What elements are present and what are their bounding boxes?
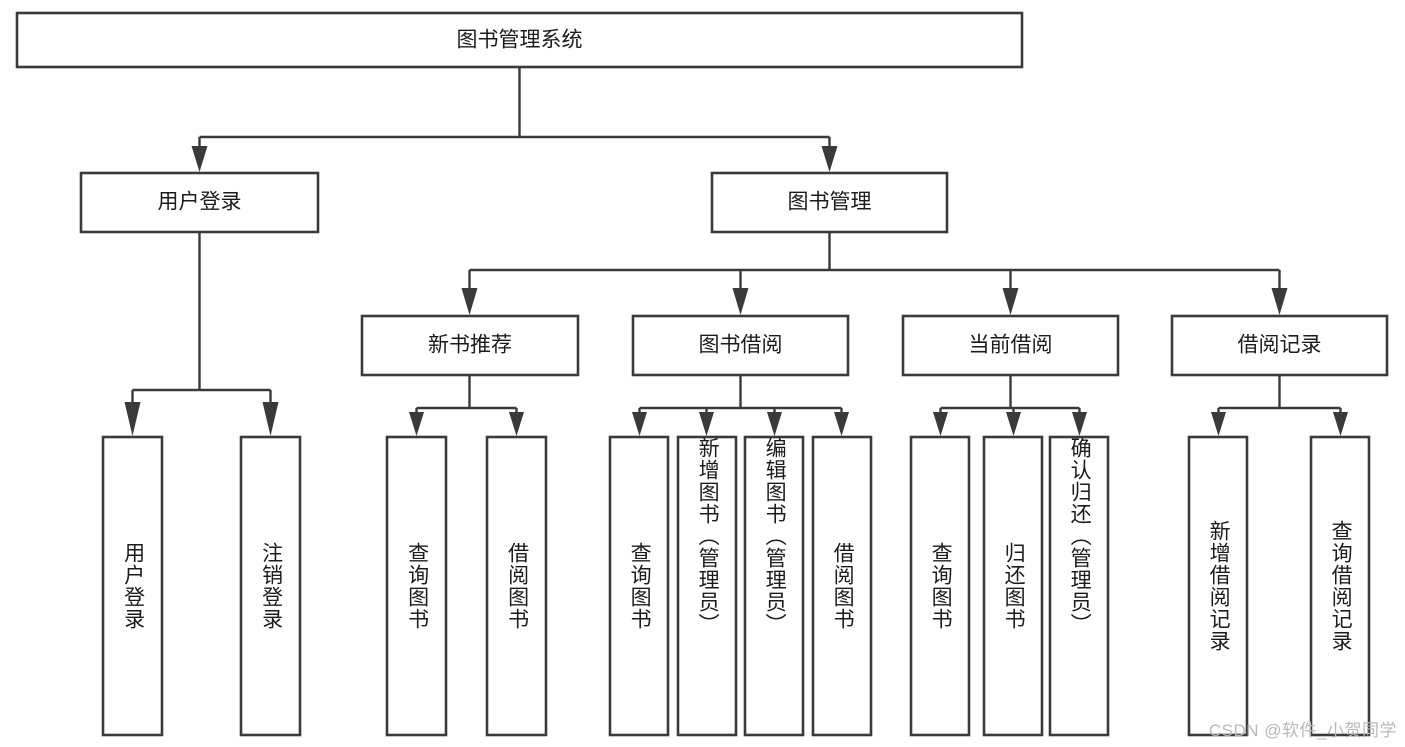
node-borrow-record-label: 借阅记录 bbox=[1238, 334, 1322, 357]
leaf-box-query-borrow-record[interactable] bbox=[1309, 435, 1371, 737]
arrow-head-leaf-query-borrow-record bbox=[1333, 412, 1348, 436]
node-user-login-label: 用户登录 bbox=[158, 191, 242, 214]
node-root[interactable]: 图书管理系统 bbox=[15, 11, 1024, 69]
arrow-head-borrow-record bbox=[1271, 288, 1288, 315]
leaf-box-confirm-return-admin[interactable] bbox=[1048, 435, 1110, 737]
arrow-head-leaf-borrow-book-rec bbox=[509, 412, 524, 436]
node-new-book-rec-label: 新书推荐 bbox=[428, 334, 512, 357]
node-root-box[interactable] bbox=[15, 11, 1024, 69]
leaf-box-borrow-book[interactable] bbox=[811, 435, 873, 737]
arrow-head-leaf-logout bbox=[262, 402, 279, 436]
connector-group-currentborrow bbox=[933, 375, 1087, 436]
arrow-head-leaf-return-book bbox=[1006, 412, 1021, 436]
leaf-box-borrow-book-rec[interactable] bbox=[485, 435, 548, 737]
node-new-book-rec[interactable]: 新书推荐 bbox=[360, 314, 580, 377]
leaf-box-add-book-admin[interactable] bbox=[676, 435, 738, 737]
node-book-manage[interactable]: 图书管理 bbox=[710, 171, 949, 234]
node-current-borrow-box[interactable] bbox=[901, 314, 1120, 377]
arrow-head-leaf-edit-book-admin bbox=[767, 412, 782, 436]
node-borrow-record-box[interactable] bbox=[1170, 314, 1389, 377]
node-book-manage-box[interactable] bbox=[710, 171, 949, 234]
arrow-head-leaf-add-borrow-record bbox=[1211, 412, 1226, 436]
leaf-box-return-book[interactable] bbox=[982, 435, 1044, 737]
leaf-box-add-borrow-record[interactable] bbox=[1187, 435, 1249, 737]
leaf-box-query-book-current[interactable] bbox=[909, 435, 971, 737]
node-user-login[interactable]: 用户登录 bbox=[79, 171, 320, 234]
node-current-borrow[interactable]: 当前借阅 bbox=[901, 314, 1120, 377]
leaf-box-query-book-borrow[interactable] bbox=[608, 435, 670, 737]
leaf-box-edit-book-admin[interactable] bbox=[743, 435, 805, 737]
connector-group-newbookrec bbox=[409, 375, 524, 436]
arrow-head-book-borrow bbox=[732, 288, 749, 315]
arrow-head-new-book-rec bbox=[461, 288, 478, 315]
node-current-borrow-label: 当前借阅 bbox=[969, 334, 1053, 357]
node-new-book-rec-box[interactable] bbox=[360, 314, 580, 377]
arrow-head-leaf-query-book-current bbox=[933, 412, 948, 436]
arrow-head-leaf-confirm-return-admin bbox=[1072, 412, 1087, 436]
leaf-box-query-book-rec[interactable] bbox=[385, 435, 448, 737]
node-book-borrow-box[interactable] bbox=[631, 314, 850, 377]
arrow-head-leaf-add-book-admin bbox=[699, 412, 714, 436]
node-book-borrow-label: 图书借阅 bbox=[699, 334, 783, 357]
connector-group-root bbox=[191, 67, 838, 172]
node-root-label: 图书管理系统 bbox=[457, 29, 583, 52]
arrow-head-leaf-query-book-rec bbox=[409, 412, 424, 436]
connector-group-borrowrecord bbox=[1211, 375, 1348, 436]
connector-group-bookborrow bbox=[632, 375, 849, 436]
node-book-borrow[interactable]: 图书借阅 bbox=[631, 314, 850, 377]
connector-group-bookmanage bbox=[461, 232, 1288, 315]
arrow-head-userlogin bbox=[191, 146, 208, 172]
node-user-login-box[interactable] bbox=[79, 171, 320, 234]
connector-group-userlogin bbox=[124, 232, 279, 436]
node-book-manage-label: 图书管理 bbox=[788, 191, 872, 214]
arrow-head-leaf-user-login bbox=[124, 402, 141, 436]
leaf-box-user-login[interactable] bbox=[101, 435, 164, 737]
arrow-head-current-borrow bbox=[1002, 288, 1019, 315]
leaf-box-group bbox=[101, 435, 1371, 737]
arrow-head-bookmanage bbox=[821, 146, 838, 172]
node-borrow-record[interactable]: 借阅记录 bbox=[1170, 314, 1389, 377]
leaf-box-logout[interactable] bbox=[239, 435, 302, 737]
csdn-watermark: CSDN @软件_小贺同学 bbox=[1208, 721, 1397, 740]
arrow-head-leaf-query-book-borrow bbox=[632, 412, 647, 436]
arrow-head-leaf-borrow-book bbox=[834, 412, 849, 436]
